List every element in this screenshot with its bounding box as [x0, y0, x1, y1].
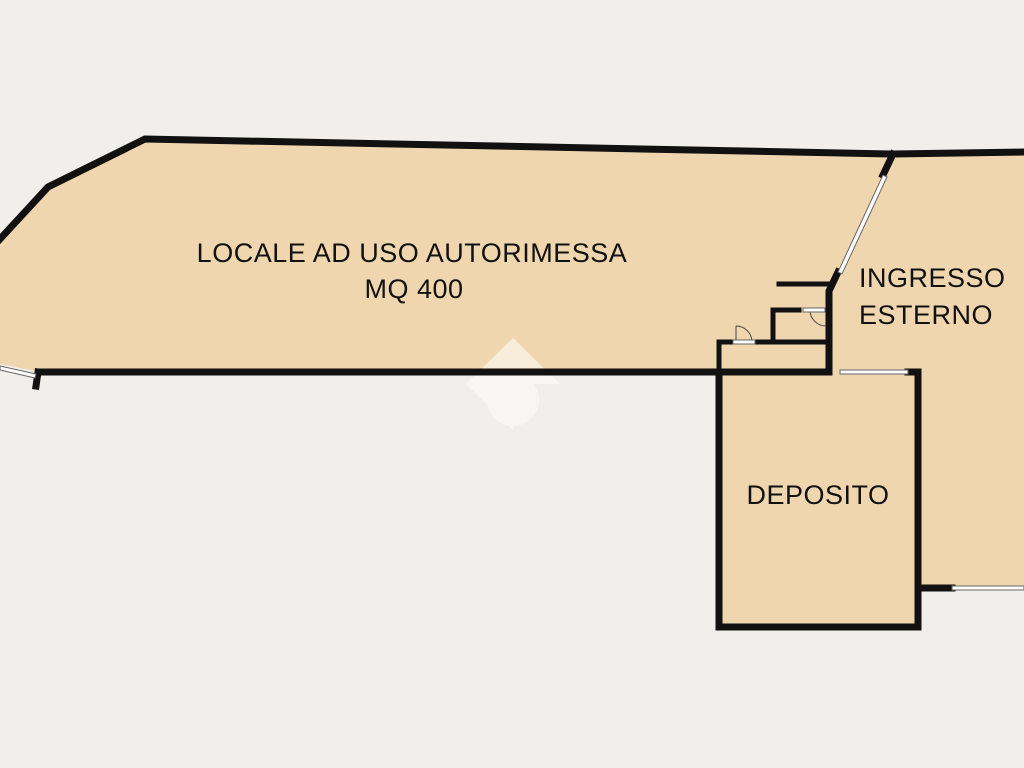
room-subtitle-ingresso: ESTERNO — [859, 300, 993, 330]
deposito-walls — [715, 368, 922, 631]
room-label-ingresso: INGRESSO — [859, 263, 1006, 293]
room-deposito-area — [719, 342, 918, 627]
house-logo-watermark — [466, 338, 560, 430]
room-fills — [0, 139, 1024, 627]
window-diagonal — [837, 174, 888, 275]
diagonal-partition-wall — [878, 149, 898, 180]
door-deposito-niche — [732, 325, 756, 345]
window-left — [0, 365, 37, 379]
windows — [0, 174, 1024, 591]
window-deposito-top — [839, 369, 909, 375]
room-autorimessa-area — [0, 139, 893, 372]
room-ingresso-area — [829, 152, 1024, 588]
garage-left-stub — [32, 368, 42, 390]
niche-wall-middle — [770, 307, 832, 345]
window-right — [951, 585, 1024, 591]
garage-outer-wall — [0, 135, 1024, 244]
door-niche-upper — [802, 307, 827, 327]
diagonal-partition-wall-lower — [825, 267, 843, 376]
doors — [732, 307, 827, 345]
room-label-autorimessa: LOCALE AD USO AUTORIMESSA — [197, 238, 628, 268]
room-labels: LOCALE AD USO AUTORIMESSA MQ 400 INGRESS… — [197, 238, 1006, 510]
walls — [0, 135, 1024, 631]
room-label-deposito: DEPOSITO — [746, 480, 889, 510]
room-area-autorimessa: MQ 400 — [364, 274, 463, 304]
